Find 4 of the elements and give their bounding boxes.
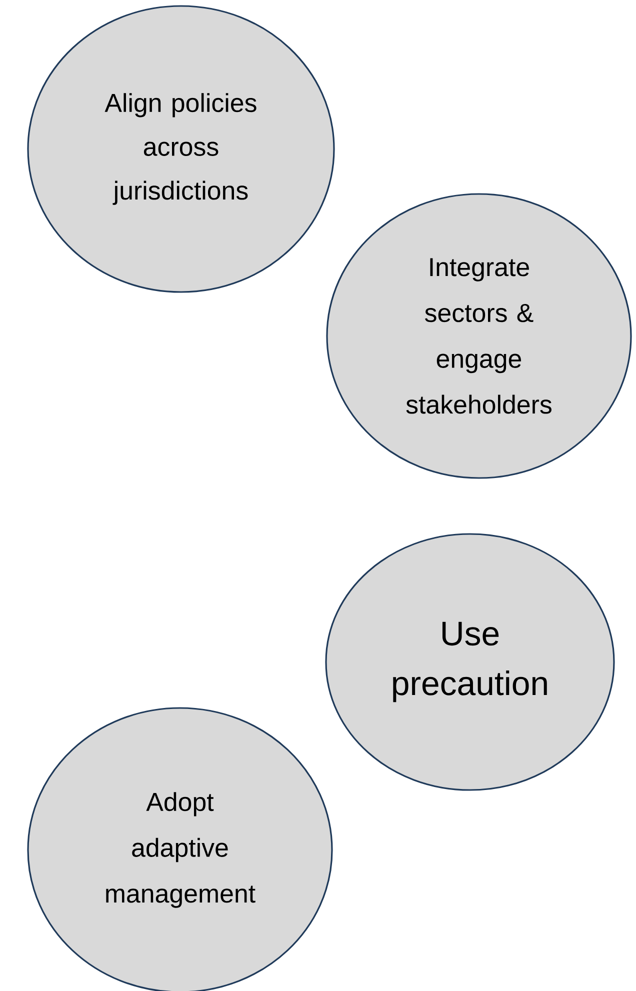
circle-node: Align policies across jurisdictions	[27, 5, 335, 293]
circle-node: Adopt adaptive management	[27, 707, 333, 991]
circle-node: Use precaution	[325, 533, 615, 791]
circle-node: Integrate sectors & engage stakeholders	[326, 193, 632, 479]
